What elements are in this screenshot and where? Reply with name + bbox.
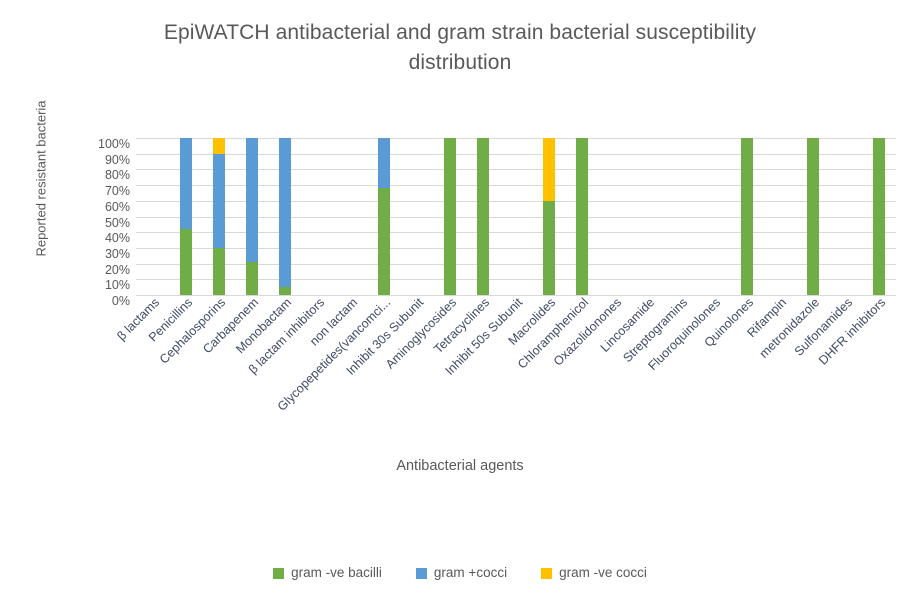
plot-area (136, 138, 896, 296)
gridline (136, 232, 896, 234)
bar-column[interactable] (873, 138, 886, 295)
bar-segment[interactable] (543, 138, 556, 201)
gridline (136, 247, 896, 249)
bar-slot (400, 138, 433, 295)
y-axis-tick: 60% (104, 199, 130, 214)
legend-swatch-icon (273, 567, 285, 579)
bar-slot (268, 138, 301, 295)
y-axis-title: Reported resistant bacteria (33, 100, 49, 257)
chart-legend: gram -ve bacilli gram +cocci gram -ve cocc… (0, 566, 920, 580)
bar-slot (235, 138, 268, 295)
x-axis-title: Antibacterial agents (396, 458, 524, 474)
bar-slot (863, 138, 896, 295)
gridline (136, 295, 896, 296)
bar-column[interactable] (179, 138, 192, 295)
gridline (136, 185, 896, 187)
bar-column[interactable] (476, 138, 489, 295)
bar-slot (731, 138, 764, 295)
bar-slot (632, 138, 665, 295)
gridline (136, 200, 896, 202)
bar-slot (169, 138, 202, 295)
bar-slot (698, 138, 731, 295)
gridline (136, 153, 896, 155)
bar-segment[interactable] (807, 138, 820, 295)
bar-slot (599, 138, 632, 295)
bar-slot (830, 138, 863, 295)
legend-swatch-icon (415, 567, 427, 579)
bar-column[interactable] (543, 138, 556, 295)
chart-title: EpiWATCH antibacterial and gram strain b… (163, 21, 757, 74)
y-axis-tick: 40% (104, 231, 130, 246)
bar-segment[interactable] (179, 229, 192, 295)
y-axis-tick: 20% (104, 262, 130, 277)
gridline (136, 216, 896, 218)
bar-segment[interactable] (212, 138, 225, 154)
bar-slot (797, 138, 830, 295)
bar-slot (301, 138, 334, 295)
y-axis-tick: 30% (104, 246, 130, 261)
y-axis-tick: 70% (104, 184, 130, 199)
bar-column[interactable] (443, 138, 456, 295)
bar-slot (764, 138, 797, 295)
bar-slot (566, 138, 599, 295)
bar-segment[interactable] (278, 287, 291, 295)
y-axis-tick-labels: 100%90%80%70%60%50%40%30%20%10%0% (84, 130, 130, 308)
bar-column[interactable] (245, 138, 258, 295)
bar-column[interactable] (377, 138, 390, 295)
legend-item[interactable]: gram +cocci (415, 565, 508, 580)
bar-segment[interactable] (576, 138, 589, 295)
bar-segment[interactable] (873, 138, 886, 295)
y-axis-tick: 80% (104, 168, 130, 183)
legend-label: gram -ve bacilli (291, 565, 382, 580)
bar-column[interactable] (278, 138, 291, 295)
bars-layer (136, 138, 896, 295)
y-axis-tick: 50% (104, 215, 130, 230)
y-axis-tick: 100% (98, 137, 130, 151)
legend-item[interactable]: gram -ve bacilli (273, 566, 382, 580)
bar-segment[interactable] (377, 188, 390, 295)
bar-slot (499, 138, 532, 295)
bar-slot (533, 138, 566, 295)
legend-swatch-icon (541, 567, 553, 579)
bar-segment[interactable] (245, 262, 258, 295)
bar-slot (136, 138, 169, 295)
gridline (136, 138, 896, 139)
bar-slot (433, 138, 466, 295)
bar-segment[interactable] (741, 138, 754, 295)
bar-segment[interactable] (377, 138, 390, 189)
bar-segment[interactable] (245, 138, 258, 263)
bar-column[interactable] (576, 138, 589, 295)
bar-column[interactable] (212, 138, 225, 295)
bar-column[interactable] (741, 138, 754, 295)
gridlines (136, 138, 896, 296)
bar-segment[interactable] (212, 247, 225, 295)
y-axis-tick: 0% (111, 294, 130, 308)
y-axis-tick: 90% (104, 152, 130, 167)
bar-slot (466, 138, 499, 295)
gridline (136, 279, 896, 281)
bar-slot (334, 138, 367, 295)
bar-segment[interactable] (543, 200, 556, 295)
bar-segment[interactable] (443, 138, 456, 295)
bar-slot (202, 138, 235, 295)
bar-segment[interactable] (278, 138, 291, 288)
bar-segment[interactable] (179, 138, 192, 230)
bar-slot (665, 138, 698, 295)
bar-column[interactable] (807, 138, 820, 295)
gridline (136, 263, 896, 265)
bar-segment[interactable] (212, 153, 225, 248)
legend-label: gram +cocci (433, 565, 508, 580)
bar-segment[interactable] (476, 138, 489, 295)
legend-item[interactable]: gram -ve cocci (541, 566, 647, 580)
bar-slot (367, 138, 400, 295)
legend-label: gram -ve cocci (559, 565, 647, 580)
gridline (136, 169, 896, 171)
y-axis-tick: 10% (104, 278, 130, 293)
